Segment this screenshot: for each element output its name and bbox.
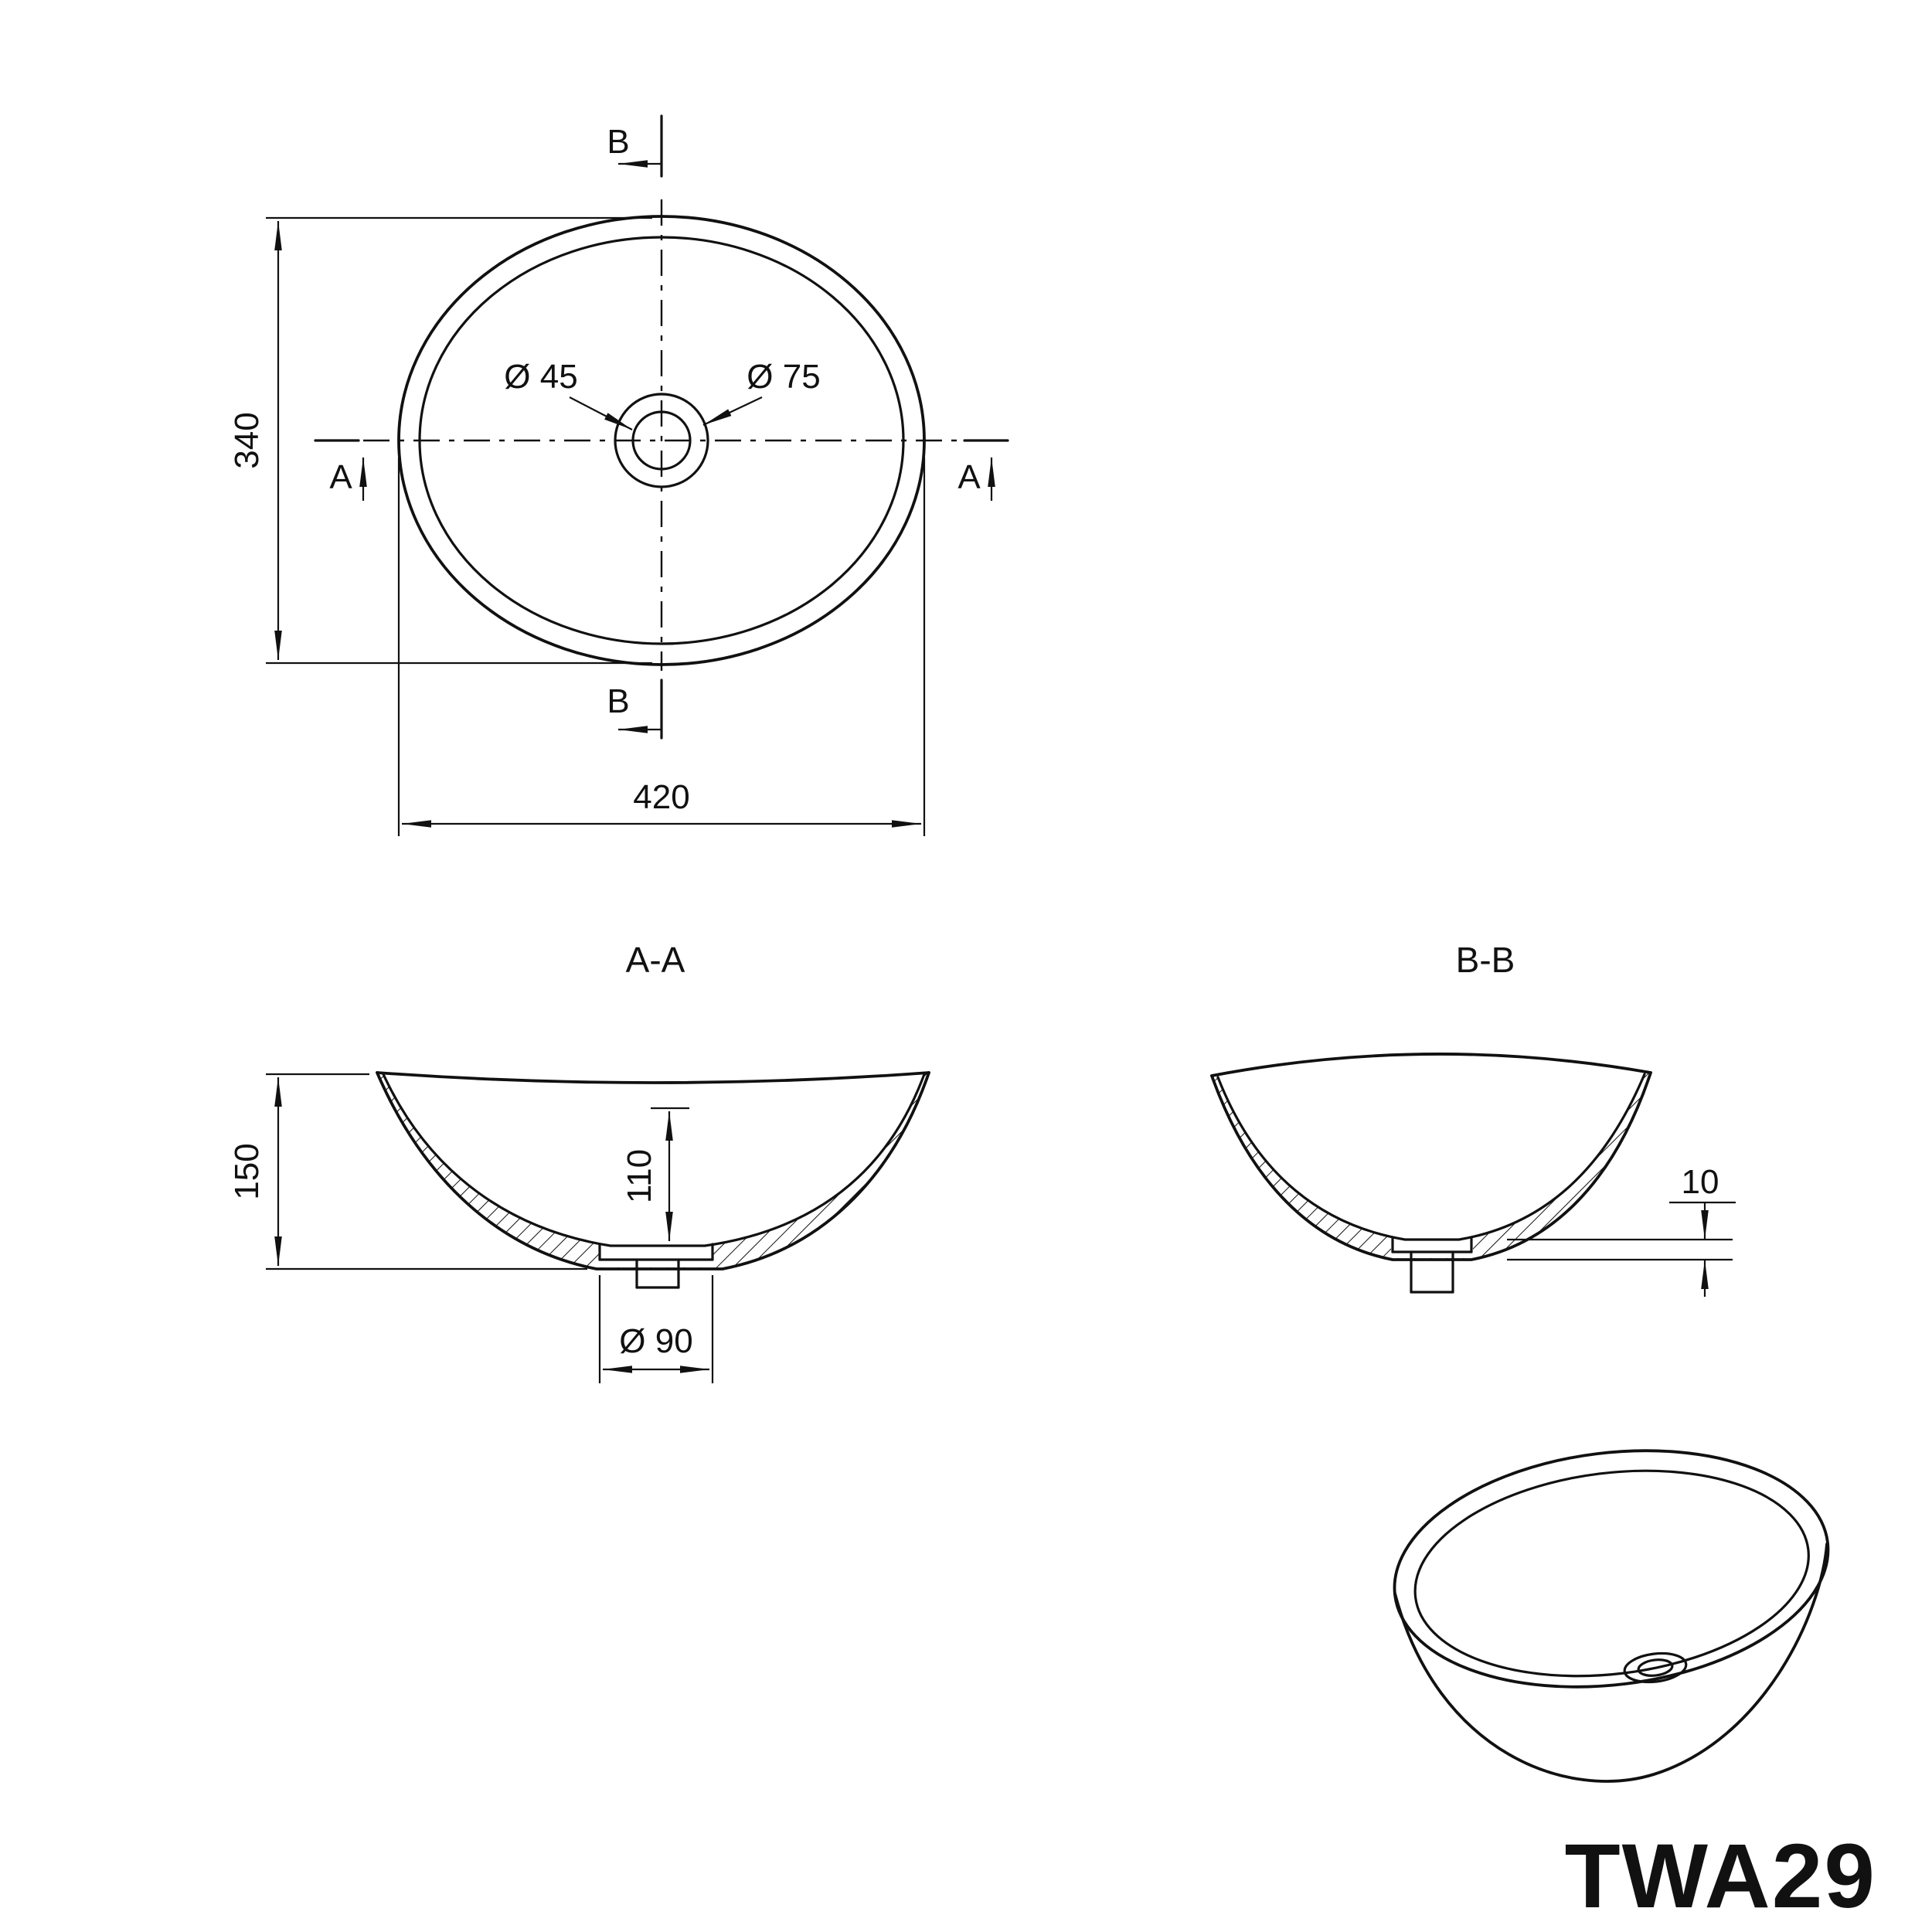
section-bb-wall-hatch — [1212, 1073, 1651, 1260]
dim-d90-label: Ø 90 — [619, 1322, 692, 1360]
dim-150-label: 150 — [228, 1143, 266, 1199]
callout-drain-hole: Ø 45 — [504, 358, 633, 430]
dimension-d90: Ø 90 — [598, 1275, 714, 1383]
section-bb-inner-profile — [1216, 1073, 1646, 1241]
perspective-inner-rim — [1413, 1469, 1810, 1678]
dim-10-label: 10 — [1682, 1163, 1719, 1201]
dim-110-label: 110 — [621, 1149, 658, 1203]
section-bb-outer-profile — [1210, 1071, 1652, 1261]
section-bb-title: B-B — [1456, 940, 1515, 980]
section-letter-a-left: A — [329, 458, 352, 496]
section-aa-drain — [598, 1243, 714, 1289]
section-aa-outer-profile — [376, 1071, 930, 1270]
section-aa-inner-profile — [382, 1073, 926, 1247]
callout-drain-recess: Ø 75 — [702, 358, 821, 426]
plan-view: B B A A 340 420 — [228, 114, 1009, 836]
dimension-420: 420 — [397, 457, 926, 836]
dimension-10: 10 — [1507, 1163, 1736, 1297]
dim-420-label: 420 — [633, 778, 689, 816]
dimension-110: 110 — [621, 1107, 689, 1241]
perspective-bowl-body — [1393, 1543, 1828, 1783]
section-bb-drain-clear — [1391, 1238, 1473, 1258]
section-bb-view: B-B 10 — [1210, 940, 1736, 1297]
dimension-150: 150 — [228, 1073, 587, 1270]
dimension-340: 340 — [228, 216, 652, 665]
section-aa-view: A-A 150 110 — [228, 940, 930, 1383]
perspective-drain — [1623, 1651, 1688, 1684]
product-code: TWA29 — [1565, 1825, 1876, 1927]
section-aa-title: A-A — [626, 940, 685, 980]
section-letter-b-top: B — [607, 123, 629, 161]
section-cut-b: B B — [607, 114, 663, 740]
section-bb-drain — [1391, 1236, 1473, 1294]
perspective-outer-rim — [1393, 1449, 1830, 1689]
section-aa-wall-hatch — [377, 1073, 929, 1269]
dim-d75-label: Ø 75 — [747, 358, 820, 396]
dim-d45-label: Ø 45 — [504, 358, 577, 396]
section-aa-drain-clear — [600, 1244, 713, 1267]
dim-340-label: 340 — [228, 412, 266, 468]
section-cut-a: A A — [314, 439, 1009, 501]
section-letter-a-right: A — [957, 458, 981, 496]
section-letter-b-bottom: B — [607, 682, 629, 720]
perspective-view — [1393, 1449, 1830, 1783]
section-bb-rim-line — [1210, 1053, 1652, 1077]
section-aa-rim-line — [376, 1071, 930, 1084]
